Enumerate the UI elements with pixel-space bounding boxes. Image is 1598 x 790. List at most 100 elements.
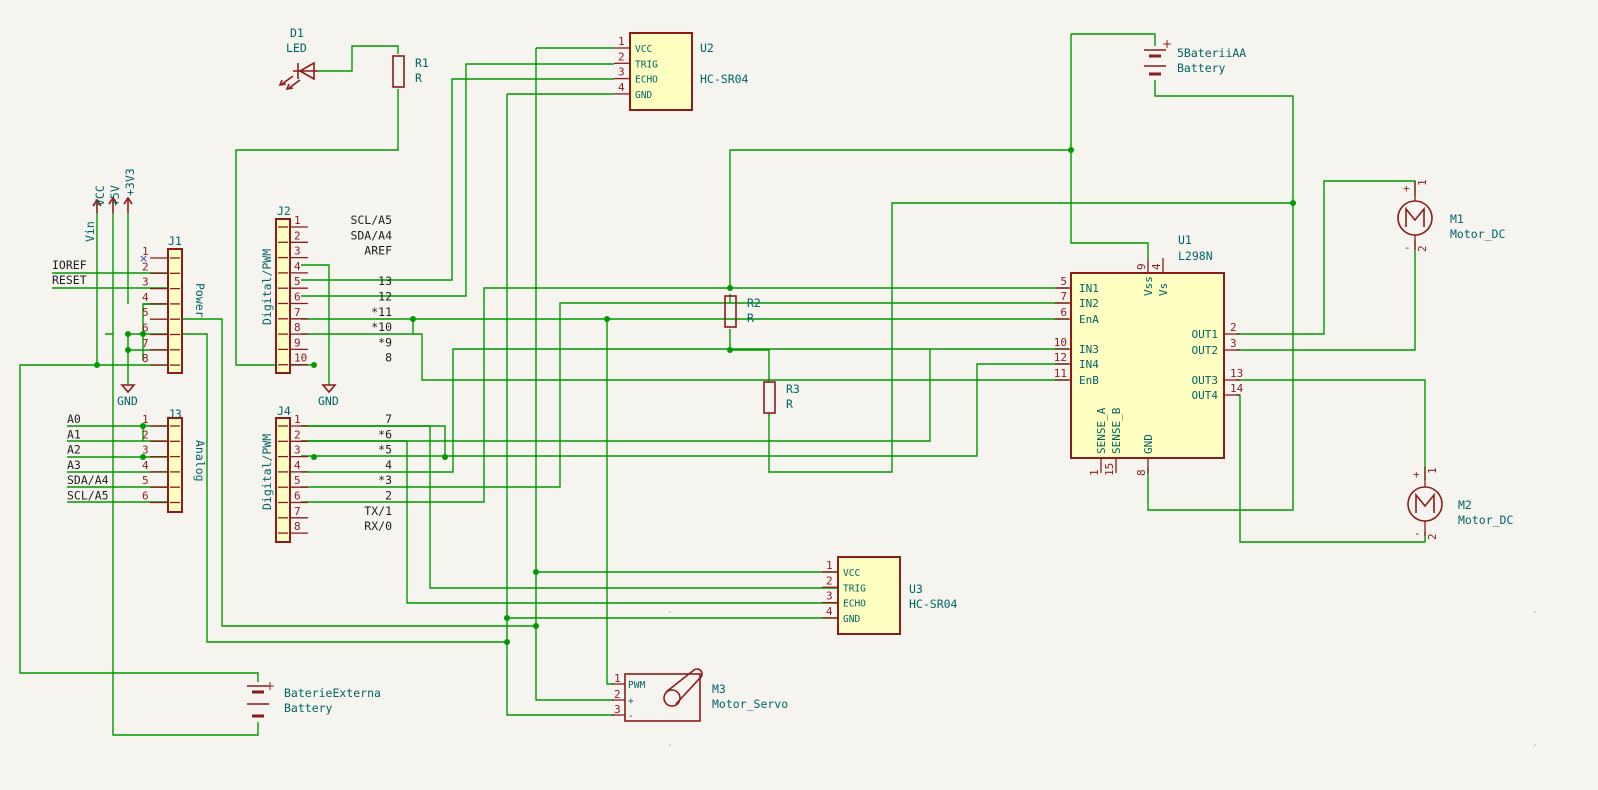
j2-value: Digital/PWM [260,249,274,325]
resistor-r1[interactable]: R1 R [392,55,429,88]
u3-pin-name: ECHO [843,599,866,610]
m2-body [1407,486,1443,522]
r2-value: R [747,311,754,325]
m2-m-glyph [1415,492,1435,513]
u2-pin-name: TRIG [635,59,658,70]
j1-pin-number: 8 [142,352,149,365]
j4-net-label: 7 [385,412,392,426]
j4-pin-number: 6 [294,490,301,503]
net-label-reset: RESET [52,273,87,287]
gnd-symbol-j1 [120,384,136,394]
j1-ref: J1 [168,234,182,248]
j1-pin-number: 5 [142,306,149,319]
u1-left-pin-number: 7 [1060,290,1067,303]
m1-minus: - [1404,241,1411,254]
j4-pin-number: 3 [294,444,301,457]
motor-m1[interactable]: 1 2 + - M1 Motor_DC [1397,179,1505,254]
m3-pin-number: 1 [614,672,621,685]
j3-pin-number: 4 [142,459,149,472]
j1-pin-number: 7 [142,337,149,350]
u3-value: HC-SR04 [909,597,958,611]
j2-net-label: SCL/A5 [350,213,392,227]
j1-pin-number: 3 [142,276,149,289]
u1-left-pin-name: EnB [1079,374,1099,387]
u3-body [837,556,901,635]
j1-pin-number: 4 [142,291,149,304]
m1-plus: + [1403,182,1410,195]
j2-net-label: *11 [371,305,392,319]
resistor-r2[interactable]: R2 R [724,295,761,328]
u1-right-pin-number: 14 [1230,382,1244,395]
resistor-r3[interactable]: R3 R [763,381,800,414]
power-label-vcc: VCC [93,185,107,206]
j2-pin-number: 8 [294,321,301,334]
m2-value: Motor_DC [1458,513,1513,527]
j2-net-label: *10 [371,320,392,334]
r2-body [724,295,737,328]
j4-net-label: *6 [378,427,392,441]
power-label-5v: +5V [108,185,122,206]
u1-value: L298N [1178,249,1213,263]
j4-value: Digital/PWM [260,434,274,510]
u1-left-pin-number: 6 [1060,306,1067,319]
u3-pin-name: GND [843,614,860,625]
m2-ref: M2 [1458,498,1472,512]
led-d1[interactable]: D1 LED [278,26,318,91]
m2-minus: - [1414,527,1421,540]
m1-value: Motor_DC [1450,227,1505,241]
m2-pin1: 1 [1426,467,1439,474]
u1-bottom-pin-name: SENSE_A [1095,407,1108,454]
driver-u1[interactable]: U1 L298N 5IN17IN26EnA10IN312IN411EnB2OUT… [1054,233,1244,476]
u2-pin-name: ECHO [635,75,658,86]
j3-net-label: A2 [67,443,81,457]
motor-m2[interactable]: 1 2 + - M2 Motor_DC [1407,467,1513,540]
gnd-label-j1: GND [117,394,138,408]
j2-net-label: SDA/A4 [350,228,392,242]
r3-ref: R3 [786,382,800,396]
d1-value: LED [286,41,307,55]
m3-pin-number: 2 [614,688,621,701]
m1-pin1: 1 [1416,179,1429,186]
m1-ref: M1 [1450,212,1464,226]
battery-external[interactable]: + BaterieExterna Battery [247,679,381,718]
r1-ref: R1 [415,56,429,70]
u2-pin-number: 3 [618,66,625,79]
j2-pin-number: 3 [294,245,301,258]
j1-pin-number: 1 [142,245,149,258]
bat1-value: Battery [1177,61,1226,75]
u1-right-pin-name: OUT1 [1192,328,1219,341]
j2-pin-number: 6 [294,291,301,304]
j1-body [167,248,183,374]
gnd-symbol-j2 [321,384,337,394]
m2-plus: + [1413,468,1420,481]
j4-net-label: TX/1 [364,504,392,518]
u1-pins: 5IN17IN26EnA10IN312IN411EnB2OUT13OUT213O… [1054,258,1244,476]
u1-left-pin-name: IN1 [1079,282,1099,295]
j2-net-label: *9 [378,335,392,349]
u1-top-pin-name: Vss [1142,276,1155,296]
j1-value: Power [193,283,207,318]
m1-m-glyph [1405,206,1425,227]
j4-ref: J4 [277,404,291,418]
j1-pin-number: 6 [142,322,149,335]
svg-text:+: + [265,679,275,693]
r1-value: R [415,71,422,85]
r2-ref: R2 [747,296,761,310]
battery-5xaa[interactable]: + 5BateriiAA Battery [1144,37,1246,76]
u3-pin-number: 1 [826,559,833,572]
m1-body [1397,200,1433,236]
svg-text:+: + [1162,37,1172,51]
m3-pin-name: + [628,696,634,707]
u1-bottom-pin-name: GND [1142,434,1155,454]
